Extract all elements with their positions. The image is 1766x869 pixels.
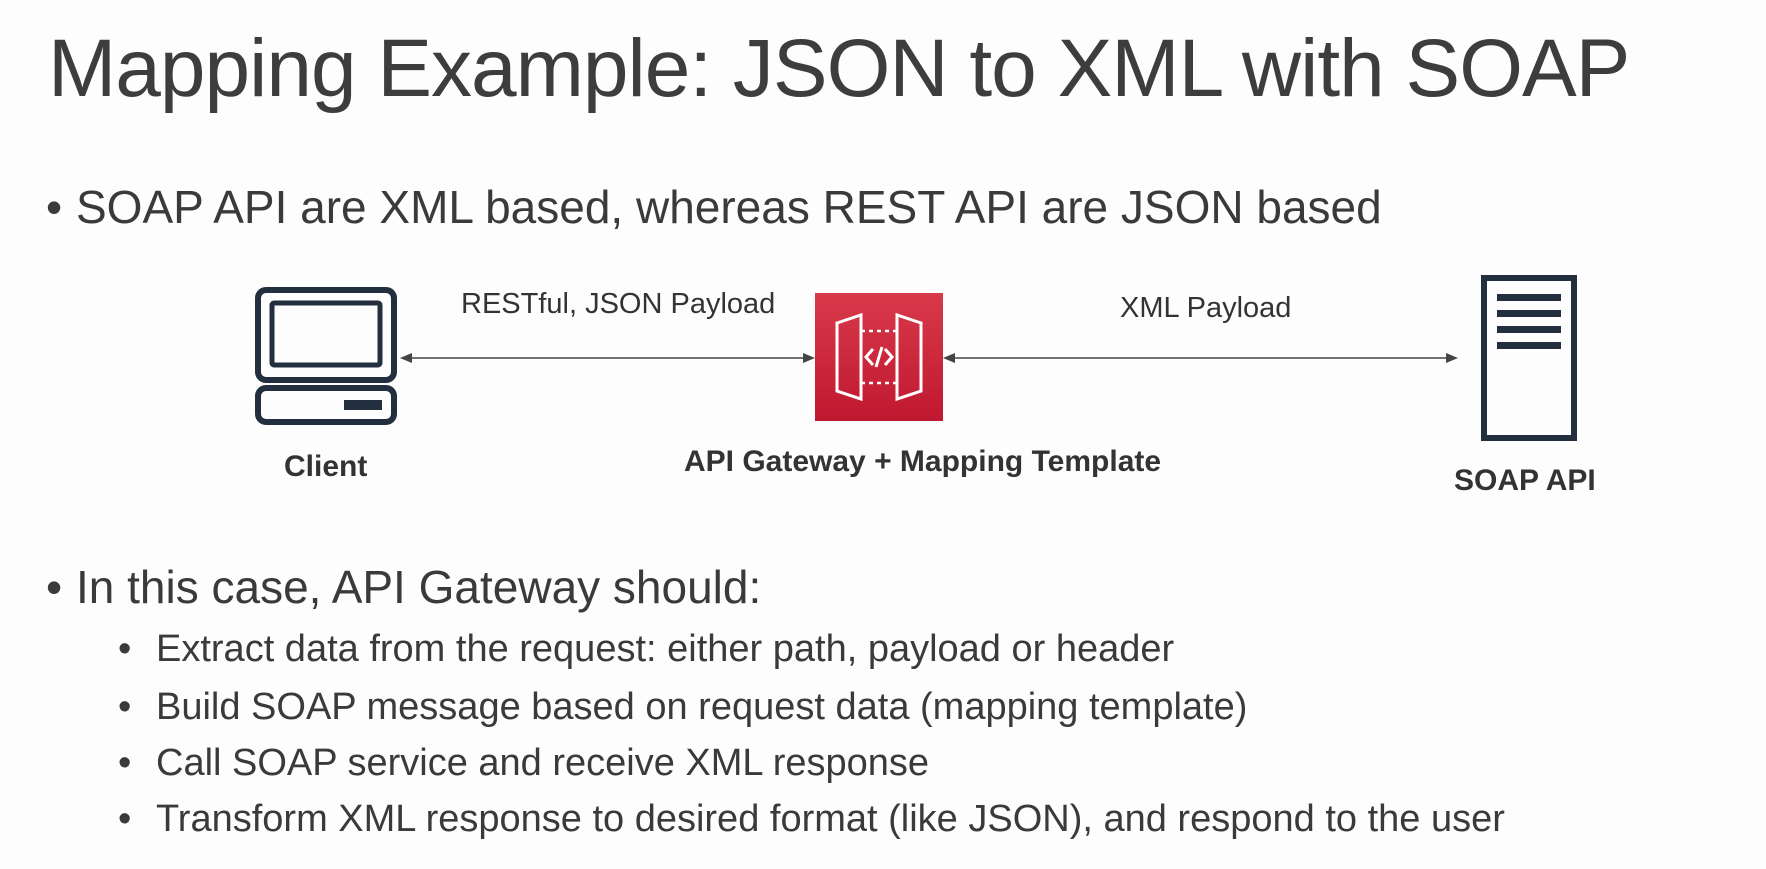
client-label: Client (284, 450, 368, 483)
bullet-dot: • (118, 798, 132, 840)
sub-bullet: • Call SOAP service and receive XML respo… (118, 742, 929, 785)
sub-bullet-text: Extract data from the request: either pa… (156, 628, 1175, 670)
edge-label-xml-payload: XML Payload (1120, 292, 1292, 324)
computer-icon (255, 287, 397, 425)
sub-bullet: • Extract data from the request: either p… (118, 628, 1174, 671)
bullet-text: In this case, API Gateway should: (76, 561, 762, 613)
slide-title: Mapping Example: JSON to XML with SOAP (48, 23, 1630, 114)
sub-bullet-text: Transform XML response to desired format… (156, 798, 1505, 840)
sub-bullet-text: Build SOAP message based on request data… (156, 686, 1248, 728)
sub-bullet-text: Call SOAP service and receive XML respon… (156, 742, 930, 784)
bullet-dot: • (118, 686, 132, 728)
architecture-diagram: Client RESTful, JSON Payload API Gateway… (0, 260, 1766, 520)
bullet-text: SOAP API are XML based, whereas REST API… (76, 181, 1382, 233)
bullet-dot: • (46, 181, 63, 233)
bullet-dot: • (118, 628, 132, 670)
server-icon (1481, 275, 1577, 441)
bidirectional-arrow (943, 353, 1458, 363)
sub-bullet: • Transform XML response to desired forma… (118, 798, 1505, 841)
edge-label-restful-json: RESTful, JSON Payload (461, 288, 776, 320)
api-gateway-icon (815, 293, 943, 421)
soap-api-label: SOAP API (1454, 464, 1596, 497)
bullet-dot: • (46, 561, 63, 613)
bullet-gateway-should: •In this case, API Gateway should: (46, 560, 761, 614)
sub-bullet: • Build SOAP message based on request dat… (118, 686, 1247, 729)
bullet-soap-vs-rest: •SOAP API are XML based, whereas REST AP… (46, 180, 1382, 234)
gateway-label: API Gateway + Mapping Template (684, 445, 1162, 478)
bullet-dot: • (118, 742, 132, 784)
bidirectional-arrow (400, 353, 815, 363)
